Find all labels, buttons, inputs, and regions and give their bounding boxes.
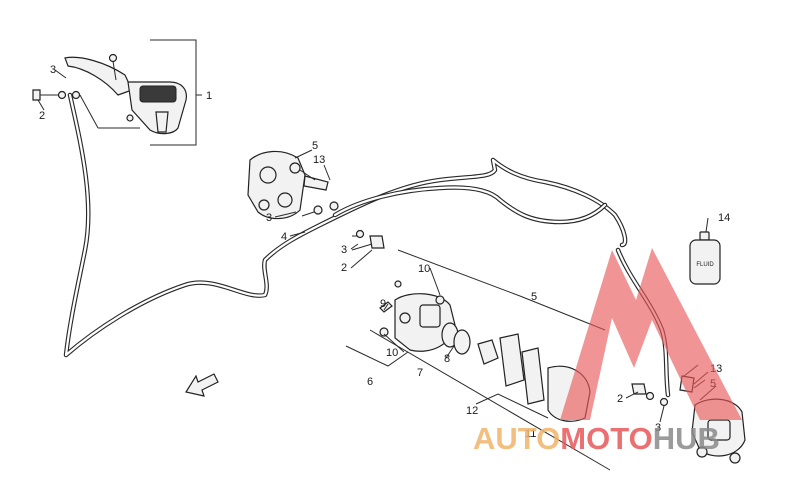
svg-text:AUTOMOTOHUB: AUTOMOTOHUB [473, 421, 720, 456]
pivot-bolt-head [108, 53, 118, 63]
banjo-bolt [369, 235, 385, 249]
callout-4: 4 [281, 231, 287, 243]
watermark-triangle-mark [560, 248, 742, 420]
sealing-washer [645, 391, 655, 401]
watermark-text-hub: HUB [653, 421, 720, 456]
brake-lever [64, 56, 133, 96]
banjo-bolt-top [32, 89, 41, 101]
callout-10: 10 [418, 263, 430, 275]
callout-12: 12 [466, 405, 478, 417]
callout-11: 11 [525, 428, 536, 440]
reservoir-cap [139, 85, 177, 103]
callout-7: 7 [417, 367, 423, 379]
callout-14: 14 [718, 212, 730, 224]
callout-3: 3 [266, 212, 272, 224]
o-ring [379, 327, 389, 337]
callout-3: 3 [341, 244, 347, 256]
mount-clamp [155, 111, 169, 133]
brake-hose-branch-front [332, 185, 608, 225]
callout-2: 2 [341, 262, 347, 274]
callout-6: 6 [367, 376, 373, 388]
bottle-label: FLUID [696, 262, 714, 268]
sealing-washer [71, 90, 81, 100]
callout-9: 9 [380, 298, 386, 310]
bleeder-screw [303, 175, 329, 191]
callout-10: 10 [386, 347, 398, 359]
sealing-washer [57, 90, 67, 100]
callout-13: 13 [313, 154, 325, 166]
clamp-bolt [126, 114, 134, 122]
watermark-text-auto: AUTO [473, 421, 560, 456]
watermark-logo: AUTOMOTOHUB [473, 248, 742, 456]
callout-3: 3 [655, 422, 661, 434]
brake-hose-main [63, 92, 628, 358]
o-ring [394, 280, 402, 288]
brake-fluid-bottle: FLUID [689, 217, 721, 285]
callout-5: 5 [312, 140, 318, 152]
piston [477, 339, 499, 365]
brake-pad-inner [499, 333, 525, 387]
callout-5: 5 [531, 291, 537, 303]
front-caliper-upper [247, 150, 385, 251]
callout-2: 2 [39, 110, 45, 122]
o-ring [435, 295, 445, 305]
sealing-washer [659, 397, 669, 407]
front-direction-arrow [185, 373, 219, 397]
sealing-washer [355, 229, 365, 239]
banjo-bolt [631, 383, 647, 395]
master-cylinder-assembly [32, 39, 202, 146]
callout-1: 1 [206, 90, 212, 102]
sealing-washer [329, 201, 339, 211]
callout-8: 8 [444, 353, 450, 365]
callout-2: 2 [617, 393, 623, 405]
callout-3: 3 [50, 64, 56, 76]
brake-pad-outer [521, 347, 545, 405]
watermark-text-moto: MOTO [560, 421, 652, 456]
piston-seal [453, 329, 471, 355]
sealing-washer [313, 205, 323, 215]
